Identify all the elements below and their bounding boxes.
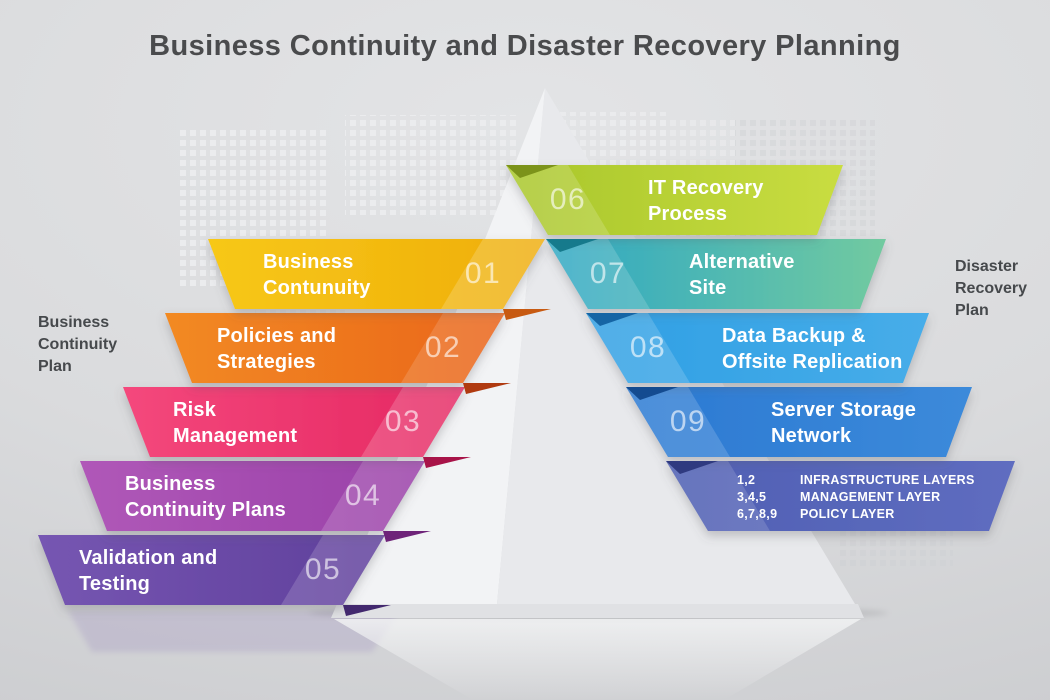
- ribbon-01-label: Business Contunuity: [263, 249, 371, 301]
- ribbon-06-label-line1: IT Recovery: [648, 177, 764, 199]
- label-line: Recovery: [955, 280, 1028, 297]
- ribbon-06-label: IT Recovery Process: [648, 175, 764, 227]
- ribbon-02-number: 02: [424, 331, 462, 364]
- ribbon-shapes-left: [38, 239, 545, 605]
- ribbon-03-number: 03: [384, 405, 422, 438]
- ribbon-04-number: 04: [344, 479, 382, 512]
- label-line: Plan: [955, 302, 989, 319]
- ribbon-shapes-right: [506, 165, 1015, 531]
- layer-nums-line3: 6,7,8,9: [737, 507, 778, 521]
- ribbon-05-label-line2: Testing: [79, 573, 151, 595]
- ribbon-09-label-line2: Network: [771, 425, 852, 447]
- ribbon-04-label-line2: Continuity Plans: [125, 499, 286, 521]
- ribbon-07-label-line2: Site: [689, 277, 727, 299]
- ribbon-02-shape: [165, 313, 505, 383]
- label-line: Business: [38, 314, 110, 331]
- ribbon-09-shape: [626, 387, 972, 457]
- ribbon-07-label: Alternative Site: [689, 249, 795, 301]
- ribbon-01-number: 01: [464, 257, 502, 290]
- ribbon-04-label-line1: Business: [125, 473, 216, 495]
- ribbon-03-label-line2: Management: [173, 425, 298, 447]
- ribbon-02-label: Policies and Strategies: [217, 323, 336, 375]
- ribbon-08-label: Data Backup & Offsite Replication: [722, 323, 903, 375]
- ribbon-06-label-line2: Process: [648, 203, 728, 225]
- layer-names-column: INFRASTRUCTURE LAYERS MANAGEMENT LAYER P…: [800, 472, 975, 523]
- ribbon-08-shape: [586, 313, 929, 383]
- ribbon-09-label: Server Storage Network: [771, 397, 916, 449]
- ribbon-01-shape: [208, 239, 545, 309]
- ribbon-03-label: Risk Management: [173, 397, 297, 449]
- ribbon-08-label-line2: Offsite Replication: [722, 351, 903, 373]
- ribbon-05-label: Validation and Testing: [79, 545, 217, 597]
- layer-name-line3: POLICY LAYER: [800, 507, 895, 521]
- layer-numbers-column: 1,2 3,4,5 6,7,8,9: [737, 472, 777, 523]
- label-line: Plan: [38, 358, 72, 375]
- ribbon-10-shape: [666, 461, 1015, 531]
- ribbon-08-number: 08: [629, 331, 667, 364]
- ribbon-fold-shadows: [343, 165, 718, 616]
- ribbon-03-shape: [123, 387, 465, 457]
- label-line: Continuity: [38, 336, 118, 353]
- ribbon-06-number: 06: [549, 183, 587, 216]
- pyramid-base-bevel: [331, 604, 864, 618]
- layer-name-line1: INFRASTRUCTURE LAYERS: [800, 473, 975, 487]
- reflection: [68, 605, 888, 700]
- ribbon-09-number: 09: [669, 405, 707, 438]
- page-title: Business Continuity and Disaster Recover…: [149, 30, 901, 62]
- ribbon-03-label-line1: Risk: [173, 399, 217, 421]
- ribbon-07-label-line1: Alternative: [689, 251, 795, 273]
- ribbon-01-label-line1: Business: [263, 251, 354, 273]
- ribbon-02-label-line1: Policies and: [217, 325, 337, 347]
- ribbon-05-number: 05: [304, 553, 342, 586]
- ribbon-09-label-line1: Server Storage: [771, 399, 917, 421]
- disaster-recovery-plan-label: Disaster Recovery Plan: [955, 256, 1027, 322]
- layer-nums-line1: 1,2: [737, 473, 756, 487]
- label-line: Disaster: [955, 258, 1019, 275]
- ribbon-02-label-line2: Strategies: [217, 351, 316, 373]
- ribbon-05-shape: [38, 535, 385, 605]
- ribbon-07-number: 07: [589, 257, 627, 290]
- ribbon-05-label-line1: Validation and: [79, 547, 218, 569]
- ribbon-08-label-line1: Data Backup &: [722, 325, 866, 347]
- ribbon-04-shape: [80, 461, 425, 531]
- layer-name-line2: MANAGEMENT LAYER: [800, 490, 941, 504]
- ribbon-06-shape: [506, 165, 843, 235]
- layer-nums-line2: 3,4,5: [737, 490, 767, 504]
- ribbon-04-label: Business Continuity Plans: [125, 471, 286, 523]
- ribbon-01-label-line2: Contunuity: [263, 277, 371, 299]
- business-continuity-plan-label: Business Continuity Plan: [38, 312, 117, 378]
- ribbon-07-shape: [546, 239, 886, 309]
